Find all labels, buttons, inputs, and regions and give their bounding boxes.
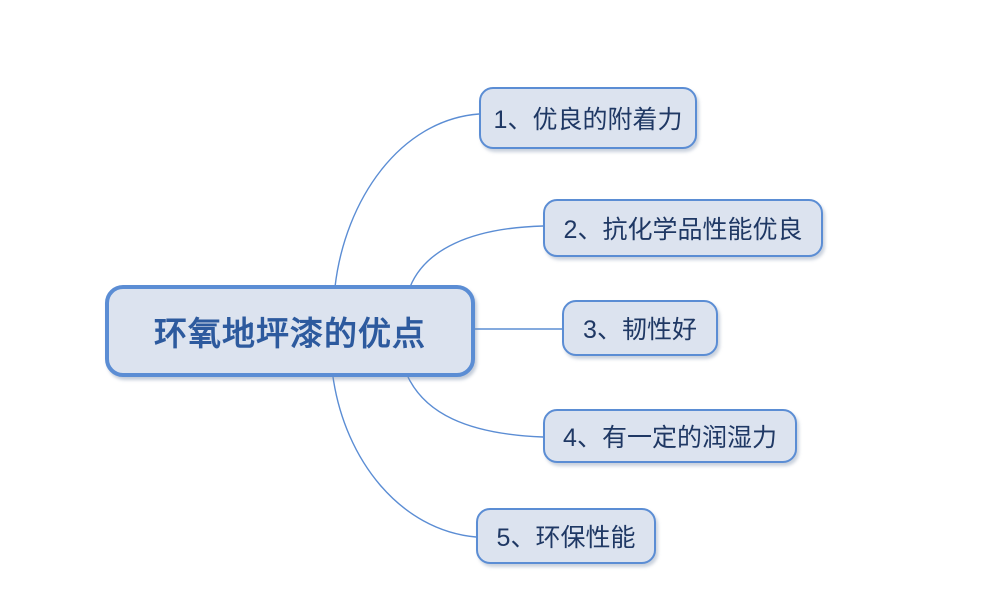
branch-node-4[interactable]: 4、有一定的润湿力 bbox=[543, 409, 797, 463]
central-node[interactable]: 环氧地坪漆的优点 bbox=[105, 285, 475, 377]
branch-node-5[interactable]: 5、环保性能 bbox=[476, 508, 656, 564]
branch-node-2-label: 2、抗化学品性能优良 bbox=[563, 216, 803, 244]
branch-node-5-label: 5、环保性能 bbox=[496, 524, 636, 552]
connector-to-branch-1 bbox=[334, 113, 480, 288]
branch-node-1[interactable]: 1、优良的附着力 bbox=[479, 87, 697, 149]
branch-node-3[interactable]: 3、韧性好 bbox=[562, 300, 718, 356]
branch-node-3-label: 3、韧性好 bbox=[583, 316, 697, 344]
connector-to-branch-5 bbox=[332, 376, 477, 538]
central-node-label: 环氧地坪漆的优点 bbox=[154, 315, 426, 352]
branch-node-1-label: 1、优良的附着力 bbox=[493, 106, 683, 134]
connector-to-branch-4 bbox=[407, 376, 544, 438]
branch-node-2[interactable]: 2、抗化学品性能优良 bbox=[543, 199, 823, 257]
branch-node-4-label: 4、有一定的润湿力 bbox=[563, 424, 777, 452]
connector-to-branch-2 bbox=[409, 225, 544, 288]
